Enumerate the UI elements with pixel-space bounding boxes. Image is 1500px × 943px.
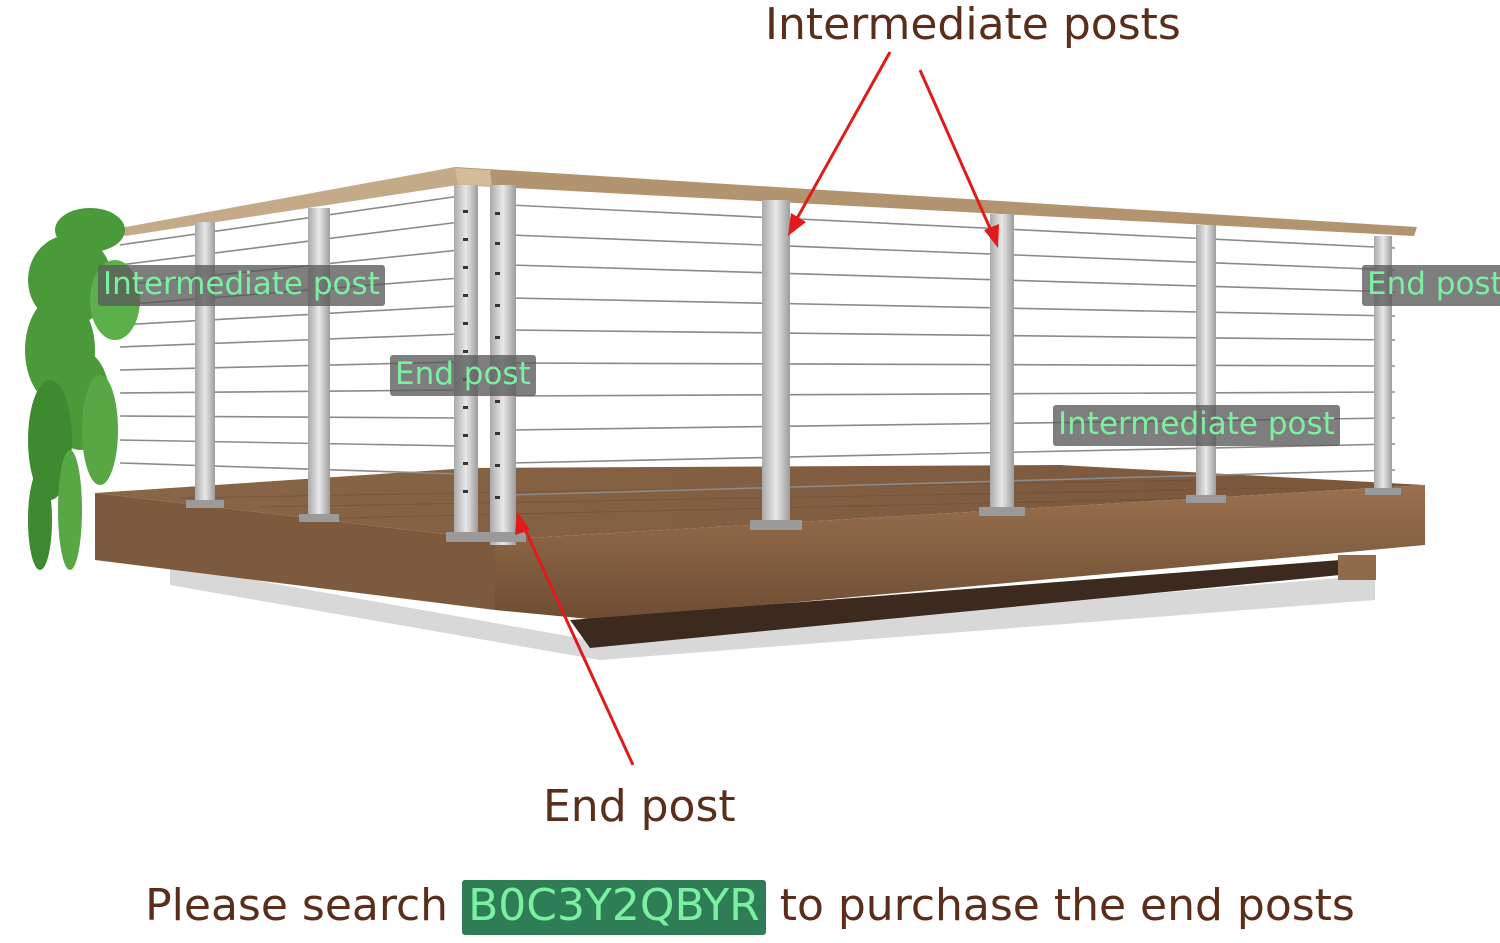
footer-prefix: Please search bbox=[145, 880, 449, 931]
tag-end-post-left: End post bbox=[390, 355, 536, 396]
callout-end-post: End post bbox=[543, 781, 736, 832]
cables-left bbox=[119, 195, 461, 475]
arrow-to-intermediate-post-1 bbox=[788, 51, 892, 236]
arrow-to-intermediate-post-2 bbox=[918, 69, 999, 248]
footer-suffix: to purchase the end posts bbox=[779, 880, 1355, 931]
tag-intermediate-post-right: Intermediate post bbox=[1053, 405, 1340, 446]
tag-intermediate-post-left: Intermediate post bbox=[98, 265, 385, 306]
top-rail bbox=[120, 167, 1417, 236]
deck-platform bbox=[95, 465, 1425, 648]
cables-right bbox=[509, 204, 1396, 496]
arrow-to-end-post bbox=[515, 511, 635, 766]
deck-shadow bbox=[170, 565, 1375, 660]
tag-end-post-right: End post bbox=[1362, 265, 1500, 306]
footer-note: Please search B0C3Y2QBYR to purchase the… bbox=[0, 880, 1500, 935]
callout-intermediate-posts: Intermediate posts bbox=[765, 0, 1181, 50]
product-code: B0C3Y2QBYR bbox=[462, 880, 766, 935]
hanging-plant bbox=[25, 208, 140, 570]
